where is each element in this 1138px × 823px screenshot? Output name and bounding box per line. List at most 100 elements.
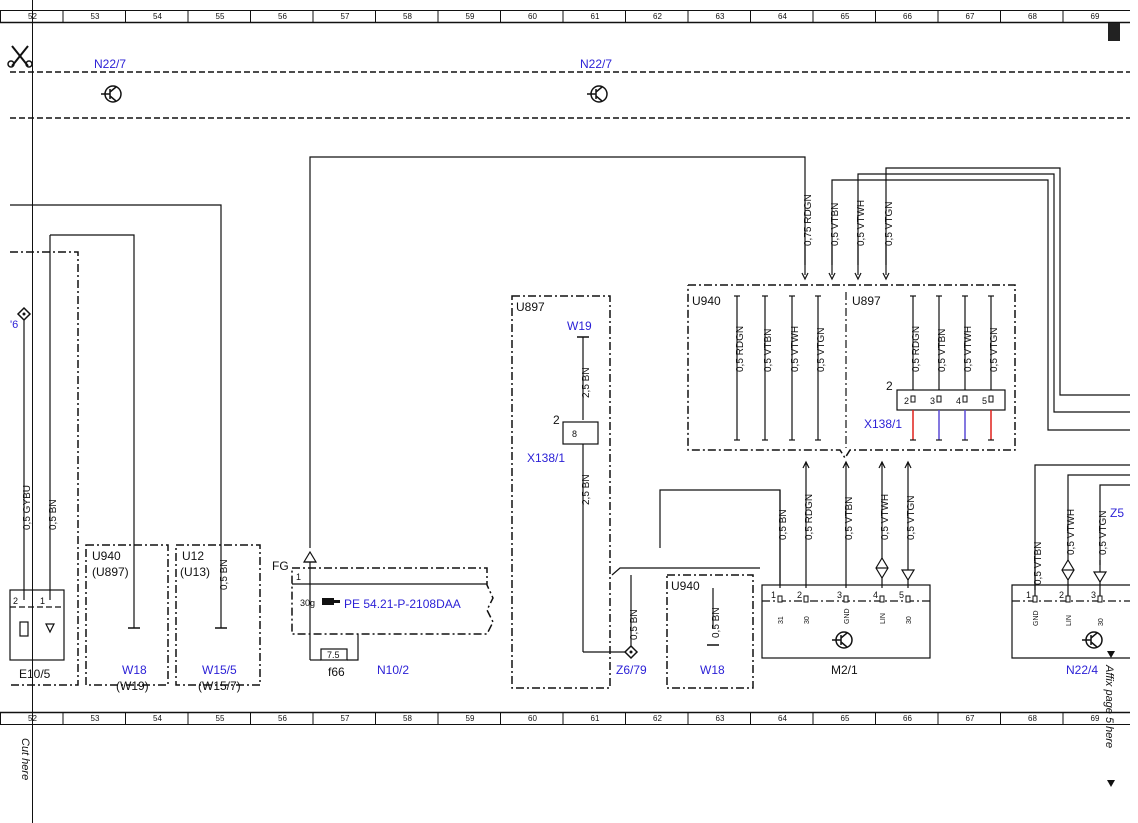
harness-conn-num: 2 <box>886 379 893 393</box>
n224-pin-num: 1 <box>1026 590 1031 600</box>
m21-pin-num: 1 <box>771 590 776 600</box>
ruler-number: 58 <box>403 12 412 21</box>
ruler-number: 62 <box>653 714 662 723</box>
e10-5-box <box>9 589 65 661</box>
ruler-number: 53 <box>91 714 100 723</box>
u897-title: U897 <box>516 300 545 314</box>
ruler-number: 66 <box>903 714 912 723</box>
n22-7-right-label: N22/7 <box>580 57 612 71</box>
u940-ground-sub: (W19) <box>116 679 149 693</box>
page-corner-tab-icon <box>1108 23 1120 41</box>
u897-w19: W19 <box>567 319 592 333</box>
harness-wire-label: 0,5 VTGN <box>816 328 827 372</box>
pointing-hand-icon <box>322 598 340 605</box>
fuse-name: f66 <box>328 665 345 679</box>
ruler-number: 68 <box>1028 714 1037 723</box>
m21-box <box>761 584 931 659</box>
m21-pin-num: 3 <box>837 590 842 600</box>
reference-label[interactable]: PE 54.21-P-2108DAA <box>344 597 461 611</box>
ruler-number: 55 <box>216 12 225 21</box>
pin30g-label: 30g <box>300 598 315 608</box>
harness-wire-label: 0,5 RDGN <box>735 326 746 372</box>
ruler-number: 69 <box>1091 714 1100 723</box>
resistor-icon <box>19 621 29 637</box>
u897-box <box>511 295 611 689</box>
bottom-ruler <box>0 711 1130 725</box>
e10-5-pin2: 2 <box>13 596 18 606</box>
m21-label: M2/1 <box>831 663 858 677</box>
fuse-value: 7.5 <box>327 650 340 660</box>
harness-wire-label: 0,5 VTBN <box>937 329 948 372</box>
ruler-number: 67 <box>966 12 975 21</box>
u897-pin8: 8 <box>572 429 577 439</box>
ruler-number: 64 <box>778 714 787 723</box>
u897-conn-num: 2 <box>553 413 560 427</box>
u12-title: U12 <box>182 549 204 563</box>
ruler-number: 69 <box>1091 12 1100 21</box>
ruler-number: 62 <box>653 12 662 21</box>
x138-harness-box <box>896 389 1006 411</box>
ruler-number: 54 <box>153 12 162 21</box>
e10-5-label: E10/5 <box>19 667 51 681</box>
harness-pin-label: 4 <box>956 396 961 406</box>
n10-2-box <box>291 567 494 635</box>
harness-wire-label: 0,5 RDGN <box>911 326 922 372</box>
top-ruler <box>0 10 1130 24</box>
ruler-number: 53 <box>91 12 100 21</box>
harness-box <box>687 284 1016 460</box>
m21-pin-num: 5 <box>899 590 904 600</box>
u940-small-box <box>666 574 754 689</box>
transistor-icon <box>587 85 608 103</box>
u940-title: U940 <box>92 549 121 563</box>
u897-wire1-label: 2,5 BN <box>581 367 592 398</box>
z5-label: Z5 <box>1110 506 1124 520</box>
ruler-number: 54 <box>153 714 162 723</box>
harness-wire-label: 0,5 VTGN <box>989 328 1000 372</box>
pin1-label: 1 <box>296 572 301 582</box>
n224-pin-label: 30 <box>1098 618 1105 626</box>
ruler-number: 55 <box>216 714 225 723</box>
ruler-number: 63 <box>716 714 725 723</box>
harness-pin-label: 5 <box>982 396 987 406</box>
u940-ground: W18 <box>122 663 147 677</box>
harness-wire-label: 0,5 VTBN <box>763 329 774 372</box>
x138-small-box <box>562 421 599 445</box>
n224-wires: 0,5 VTBN 0,5 VTWH 0,5 VTGN <box>1033 509 1109 598</box>
u940-sub: (U897) <box>92 565 129 579</box>
u12-sub: (U13) <box>180 565 210 579</box>
u12-ground-sub: (W15/7) <box>198 679 241 693</box>
left-partial-frame <box>10 251 79 686</box>
scissors-icon <box>7 45 33 68</box>
harness-x138-label: X138/1 <box>864 417 902 431</box>
affix-arrow-top-icon <box>1107 651 1115 658</box>
ruler-number: 58 <box>403 714 412 723</box>
n224-wire-label: 0,5 VTGN <box>1098 511 1109 555</box>
top-wire-label: 0,5 VTBN <box>830 203 841 246</box>
wire-gybu-label: 0,5 GYBU <box>22 485 33 530</box>
n224-wire-label: 0,5 VTBN <box>1033 542 1044 585</box>
ruler-number: 65 <box>841 12 850 21</box>
ruler-number: 59 <box>466 714 475 723</box>
harness-pin-label: 2 <box>904 396 909 406</box>
m21-wire-label: 0,5 RDGN <box>804 494 815 540</box>
ruler-number: 57 <box>341 714 350 723</box>
harness-pin-label: 3 <box>930 396 935 406</box>
ruler-number: 66 <box>903 12 912 21</box>
m21-wire-label: 0,5 VTWH <box>880 494 891 540</box>
fg-label: FG <box>272 559 289 573</box>
transistor-icon <box>832 631 853 649</box>
u940-small-wire-label: 0,5 BN <box>711 607 722 638</box>
wire-bn-left-label: 0,5 BN <box>48 499 59 530</box>
ruler-number: 64 <box>778 12 787 21</box>
m21-wire-label: 0,5 VTGN <box>906 496 917 540</box>
n224-wire-label: 0,5 VTWH <box>1066 509 1077 555</box>
ruler-number: 61 <box>591 12 600 21</box>
diode-icon <box>45 623 55 634</box>
